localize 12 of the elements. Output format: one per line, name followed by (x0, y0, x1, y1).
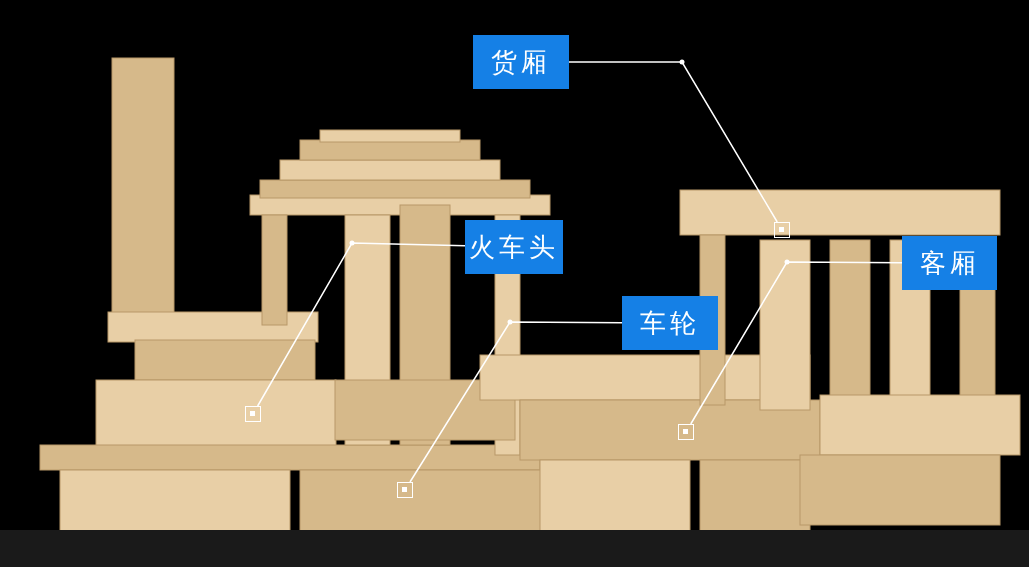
leader-line (256, 242, 466, 407)
callout-label: 火车头 (465, 220, 563, 274)
target-marker (397, 482, 413, 498)
callout-label: 客厢 (902, 236, 997, 290)
leader-line (690, 261, 903, 425)
callout-label: 货厢 (473, 35, 569, 89)
target-marker (774, 222, 790, 238)
leader-line (568, 61, 778, 223)
target-marker (245, 406, 261, 422)
leader-line (409, 321, 623, 483)
callout-label: 车轮 (622, 296, 718, 350)
target-marker (678, 424, 694, 440)
